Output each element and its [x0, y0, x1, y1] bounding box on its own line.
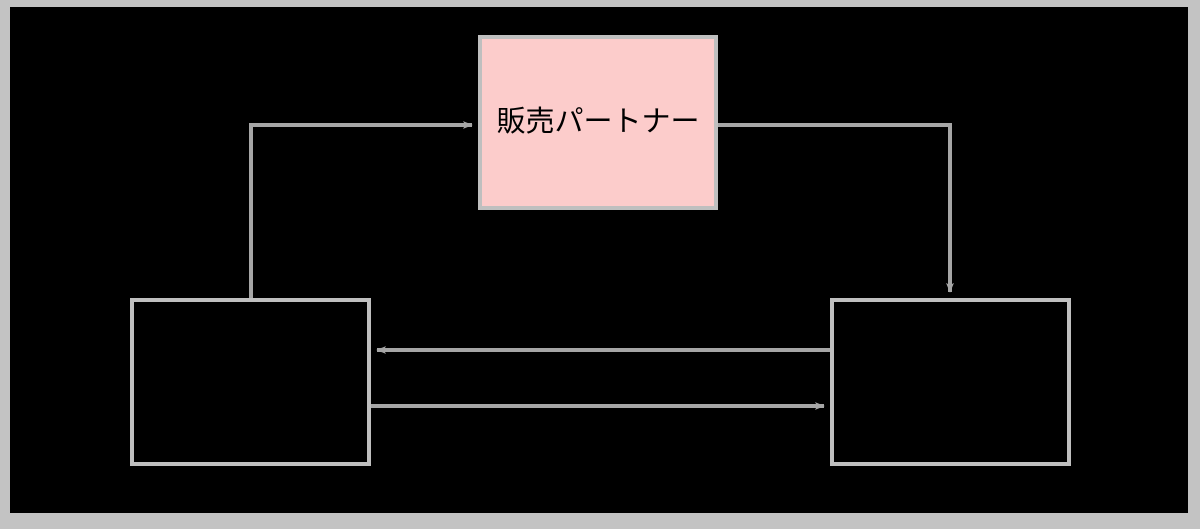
connector-left-to-partner	[249, 121, 473, 298]
node-left-empty[interactable]	[130, 298, 371, 466]
connector-partner-to-right	[718, 123, 954, 293]
node-sales-partner[interactable]: 販売パートナー	[478, 35, 718, 210]
diagram-drawing-area: 販売パートナー	[10, 7, 1188, 513]
node-right-empty[interactable]	[830, 298, 1071, 466]
node-sales-partner-label: 販売パートナー	[496, 105, 700, 138]
